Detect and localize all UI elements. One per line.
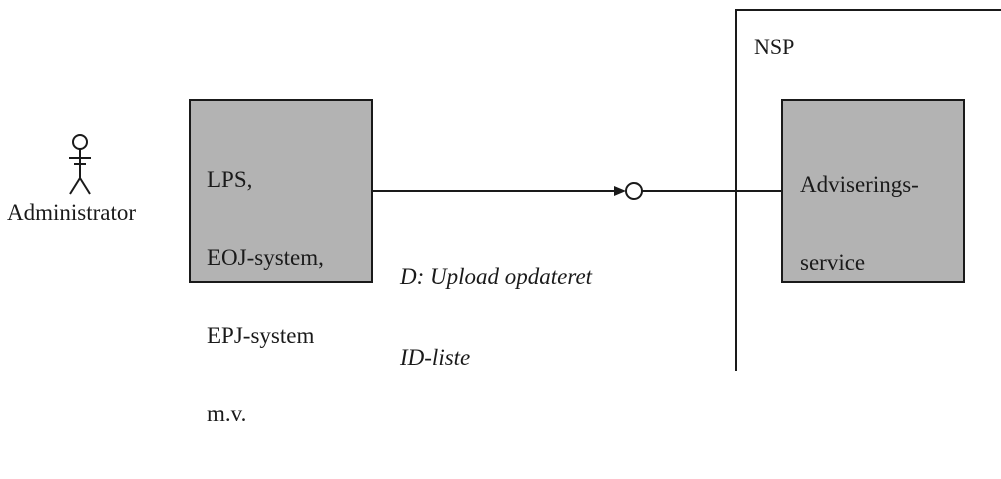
diagram-shapes <box>69 9 1001 371</box>
diagram-canvas: NSP Administrator LPS, EOJ-system, EPJ-s… <box>7 9 1001 426</box>
target-service-box <box>781 99 965 283</box>
source-system-line: EOJ-system, <box>207 245 324 270</box>
boundary-label: NSP <box>754 34 795 59</box>
target-service-label: Adviserings- service <box>800 120 919 328</box>
arrowhead-icon <box>614 186 626 196</box>
message-label: D: Upload opdateret ID-liste <box>400 209 592 425</box>
source-system-label: LPS, EOJ-system, EPJ-system m.v. <box>207 115 324 479</box>
target-service-line: service <box>800 250 866 275</box>
message-line: D: Upload opdateret <box>400 264 593 289</box>
stick-figure-icon <box>69 134 91 195</box>
nsp-boundary <box>735 9 1001 371</box>
message-line: ID-liste <box>400 345 471 370</box>
source-system-box <box>189 99 373 283</box>
source-system-line: LPS, <box>207 167 253 192</box>
source-system-line: EPJ-system <box>207 323 315 348</box>
lollipop-interface-icon <box>625 182 643 200</box>
target-service-line: Adviserings- <box>800 172 919 197</box>
actor-label: Administrator <box>7 200 137 225</box>
source-system-line: m.v. <box>207 401 247 426</box>
